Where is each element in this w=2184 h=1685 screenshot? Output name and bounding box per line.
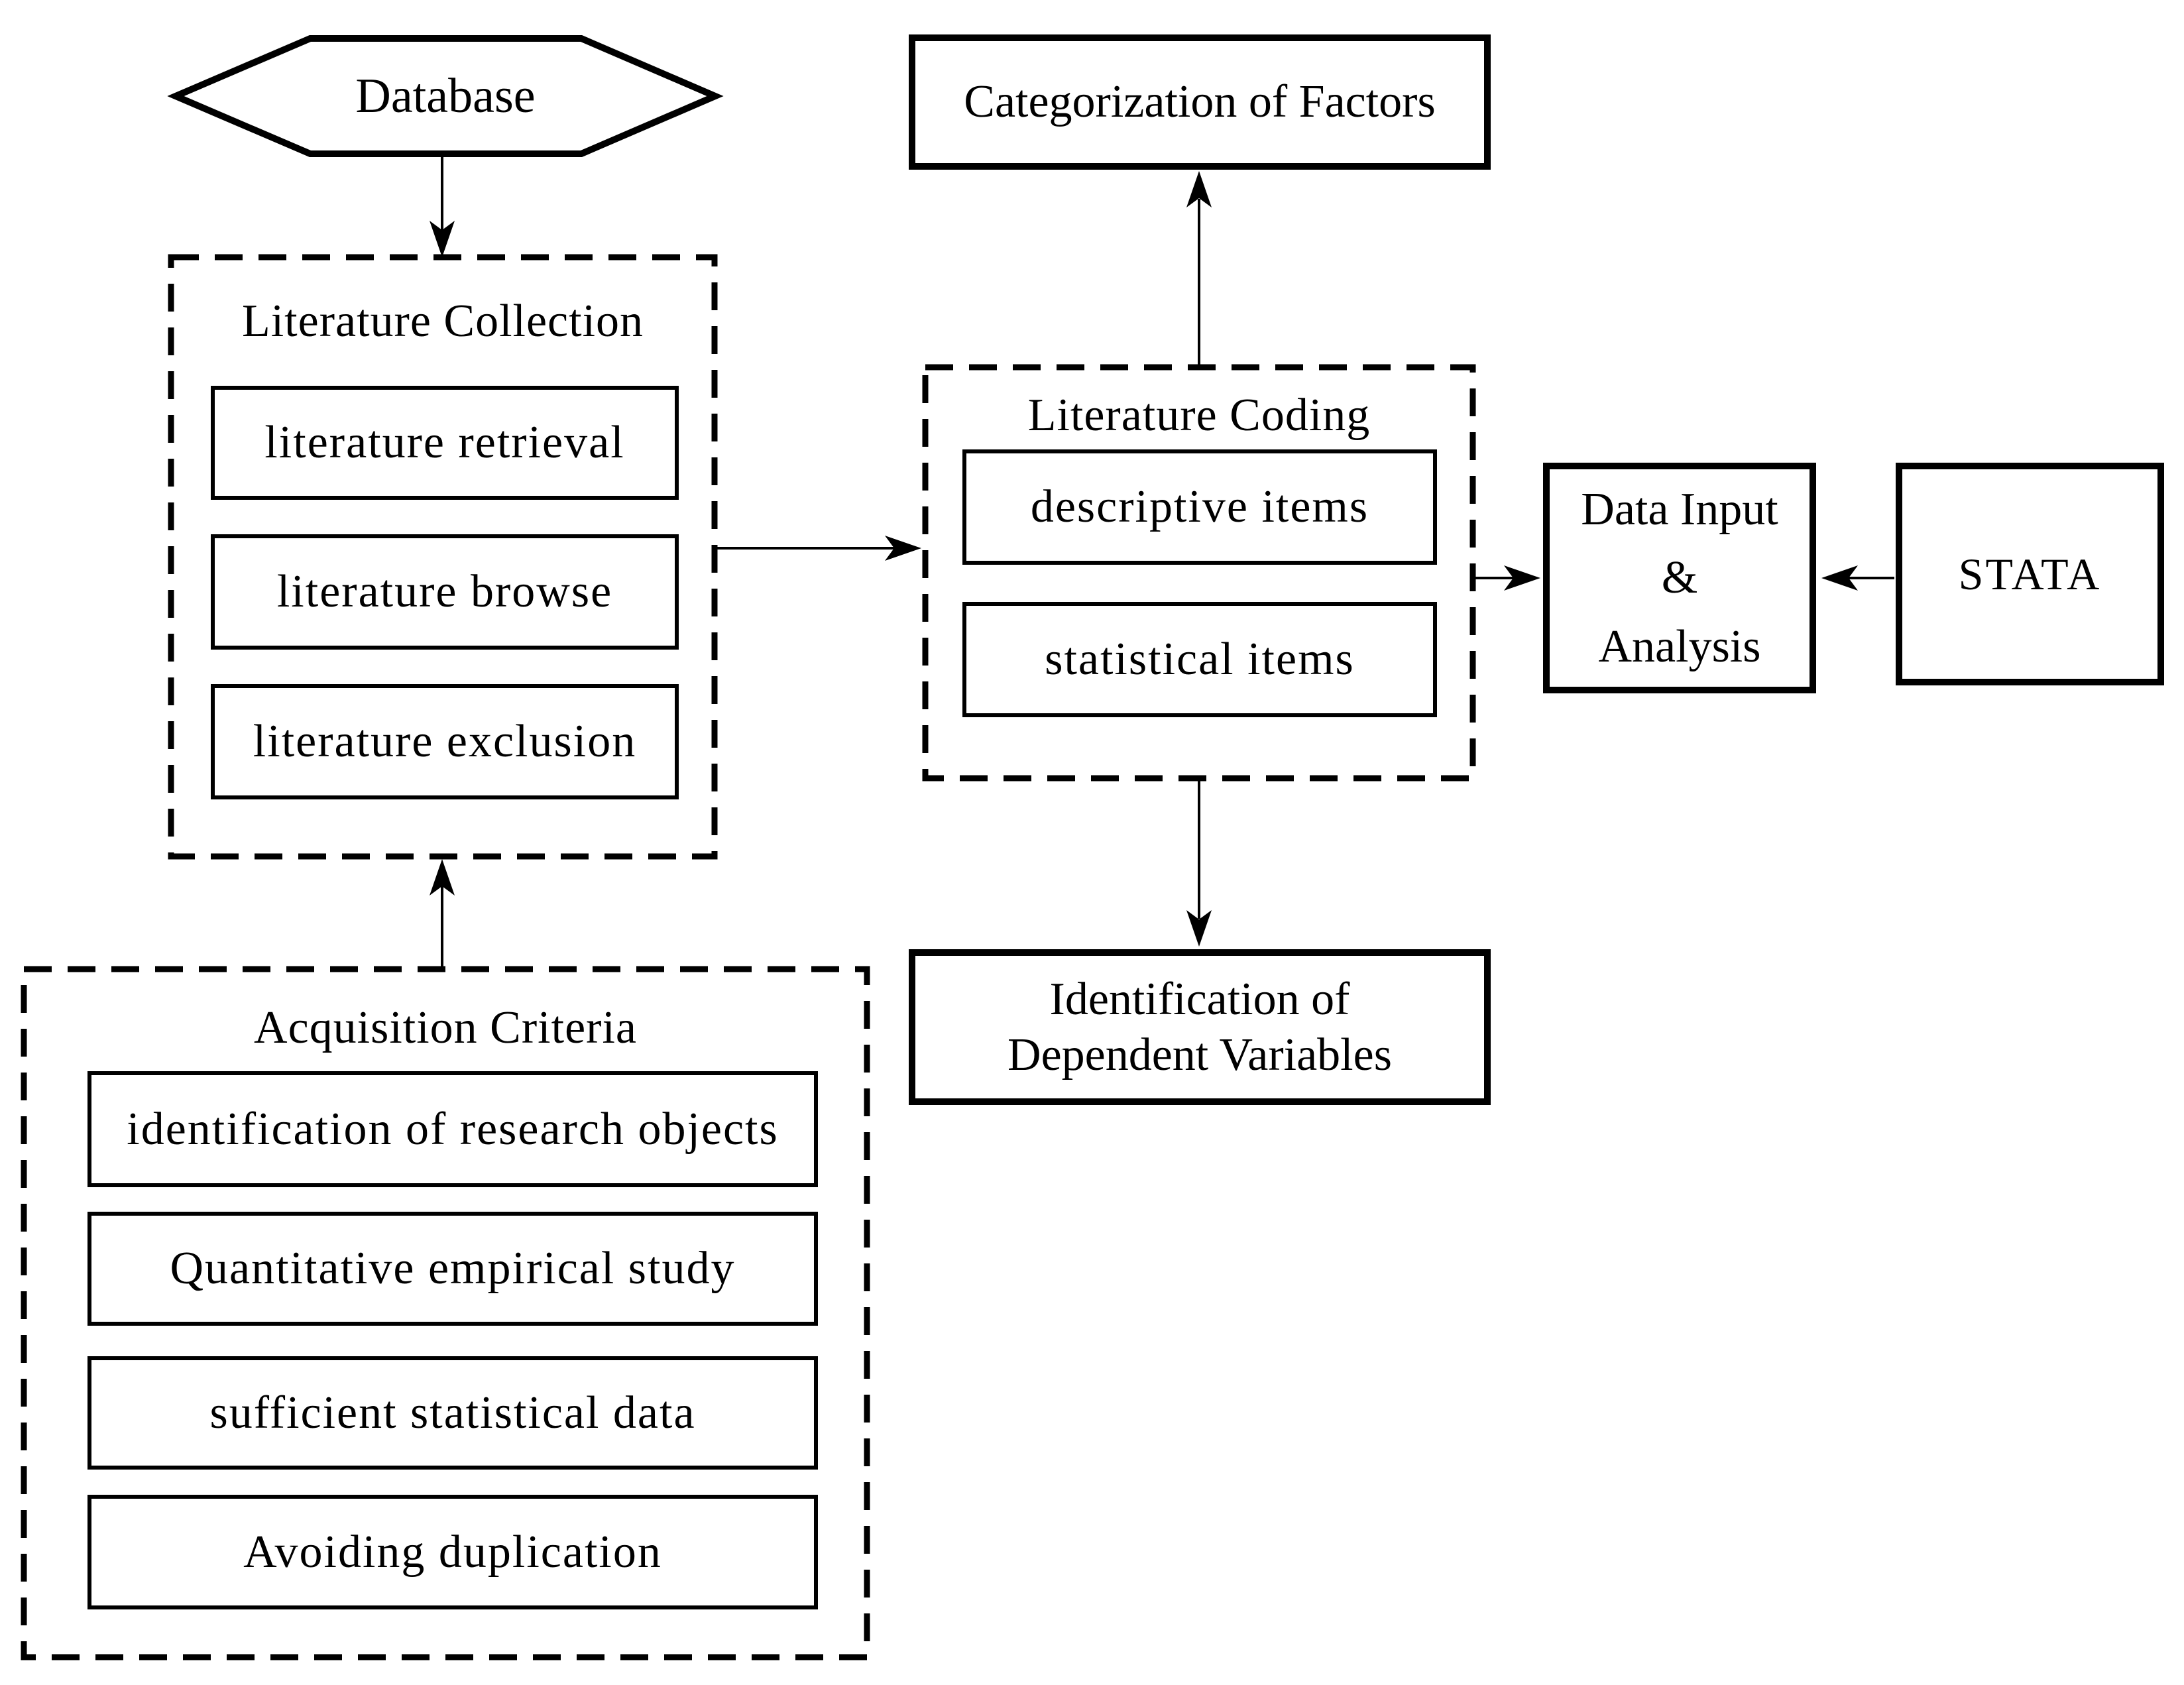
arrow-stata-to-data-input (1821, 565, 1894, 591)
arrow-coding-to-categorization (1186, 171, 1212, 366)
identification-of-dependent-variables-box: Identification of Dependent Variables (909, 949, 1491, 1105)
acquisition-criteria-group-border (21, 966, 870, 1660)
statistical-items-box: statistical items (962, 602, 1437, 717)
quantitative-empirical-study-box: Quantitative empirical study (87, 1212, 818, 1326)
arrow-acquisition-to-literature-collection (430, 859, 455, 968)
literature-browse-box: literature browse (211, 534, 679, 650)
categorization-of-factors-box: Categorization of Factors (909, 34, 1491, 170)
stata-box: STATA (1896, 463, 2164, 685)
arrow-collection-to-coding (715, 536, 921, 561)
literature-exclusion-box: literature exclusion (211, 684, 679, 799)
identification-of-research-objects-box: identification of research objects (87, 1071, 818, 1187)
descriptive-items-box: descriptive items (962, 449, 1437, 565)
arrow-database-to-literature-collection (430, 154, 455, 257)
avoiding-duplication-box: Avoiding duplication (87, 1495, 818, 1609)
literature-retrieval-box: literature retrieval (211, 386, 679, 500)
arrow-coding-to-data-input (1473, 565, 1540, 591)
database-hexagon-shape (167, 35, 724, 157)
literature-collection-group-border (168, 254, 718, 860)
data-input-analysis-box: Data Input & Analysis (1543, 463, 1816, 693)
sufficient-statistical-data-box: sufficient statistical data (87, 1356, 818, 1470)
arrow-coding-to-identification (1186, 778, 1212, 947)
